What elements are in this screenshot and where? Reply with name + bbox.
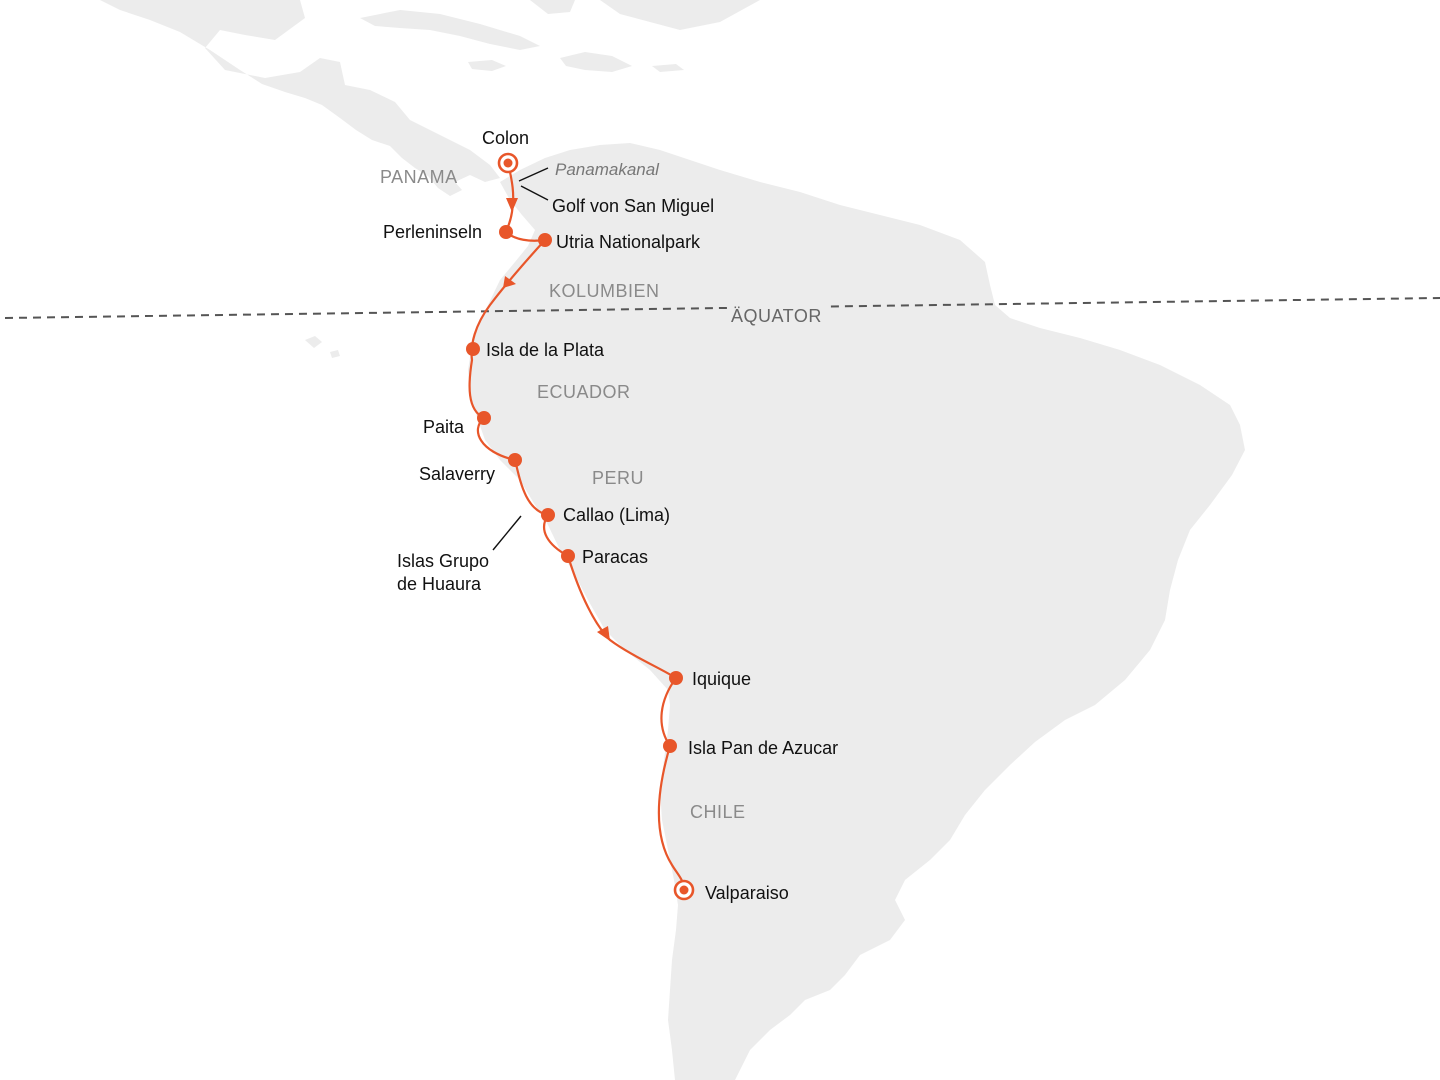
port-label-isla-plata: Isla de la Plata: [486, 340, 605, 360]
port-label-iquique: Iquique: [692, 669, 751, 689]
stop-marker-paita[interactable]: [477, 411, 491, 425]
port-label-huaura-line1: Islas Grupo: [397, 551, 489, 571]
country-label-peru: PERU: [592, 468, 644, 488]
stop-valparaiso[interactable]: [673, 879, 695, 901]
hispaniola-island: [560, 52, 632, 72]
route-direction-arrow: [506, 198, 518, 212]
country-label-chile: CHILE: [690, 802, 746, 822]
stop-marker-salaverry[interactable]: [508, 453, 522, 467]
land-masses: [100, 0, 1245, 1080]
port-label-utria: Utria Nationalpark: [556, 232, 701, 252]
port-label-valparaiso: Valparaiso: [705, 883, 789, 903]
port-label-golf-san-miguel: Golf von San Miguel: [552, 196, 714, 216]
leader-huaura: [492, 515, 522, 551]
port-label-salaverry: Salaverry: [419, 464, 495, 484]
stop-colon[interactable]: [497, 152, 519, 174]
port-label-pan-azucar: Isla Pan de Azucar: [688, 738, 838, 758]
puerto-rico-island: [652, 64, 684, 72]
stop-marker-perleninseln[interactable]: [499, 225, 513, 239]
south-america-landmass: [468, 143, 1245, 1080]
endpoint-center-dot: [679, 885, 689, 895]
galapagos-islands: [305, 336, 340, 358]
port-label-huaura-line2: de Huaura: [397, 574, 482, 594]
stop-marker-utria[interactable]: [538, 233, 552, 247]
equator-label: ÄQUATOR: [731, 306, 822, 326]
equator-label-bg: [728, 303, 828, 327]
bahamas-islands: [530, 0, 575, 14]
port-label-callao: Callao (Lima): [563, 505, 670, 525]
port-label-paita: Paita: [423, 417, 465, 437]
equator-line: [4, 297, 1440, 319]
cuba-island: [360, 10, 540, 50]
jamaica-island: [468, 60, 506, 71]
stop-marker-isla-plata[interactable]: [466, 342, 480, 356]
endpoint-center-dot: [503, 158, 513, 168]
port-label-perleninseln: Perleninseln: [383, 222, 482, 242]
route-direction-arrow: [503, 276, 516, 288]
port-label-colon: Colon: [482, 128, 529, 148]
country-label-kolumbien: KOLUMBIEN: [549, 281, 660, 301]
port-label-paracas: Paracas: [582, 547, 648, 567]
stop-marker-iquique[interactable]: [669, 671, 683, 685]
stop-marker-paracas[interactable]: [561, 549, 575, 563]
leader-golf-san-miguel: [520, 185, 549, 201]
feature-label-panamakanal: Panamakanal: [555, 160, 660, 179]
leader-panamakanal: [518, 167, 549, 182]
country-label-ecuador: ECUADOR: [537, 382, 631, 402]
stop-marker-pan-azucar[interactable]: [663, 739, 677, 753]
country-label-panama: PANAMA: [380, 167, 458, 187]
stop-marker-callao[interactable]: [541, 508, 555, 522]
north-america-landmass: [600, 0, 760, 30]
route-direction-arrow: [597, 626, 610, 641]
central-america-landmass: [100, 0, 500, 196]
